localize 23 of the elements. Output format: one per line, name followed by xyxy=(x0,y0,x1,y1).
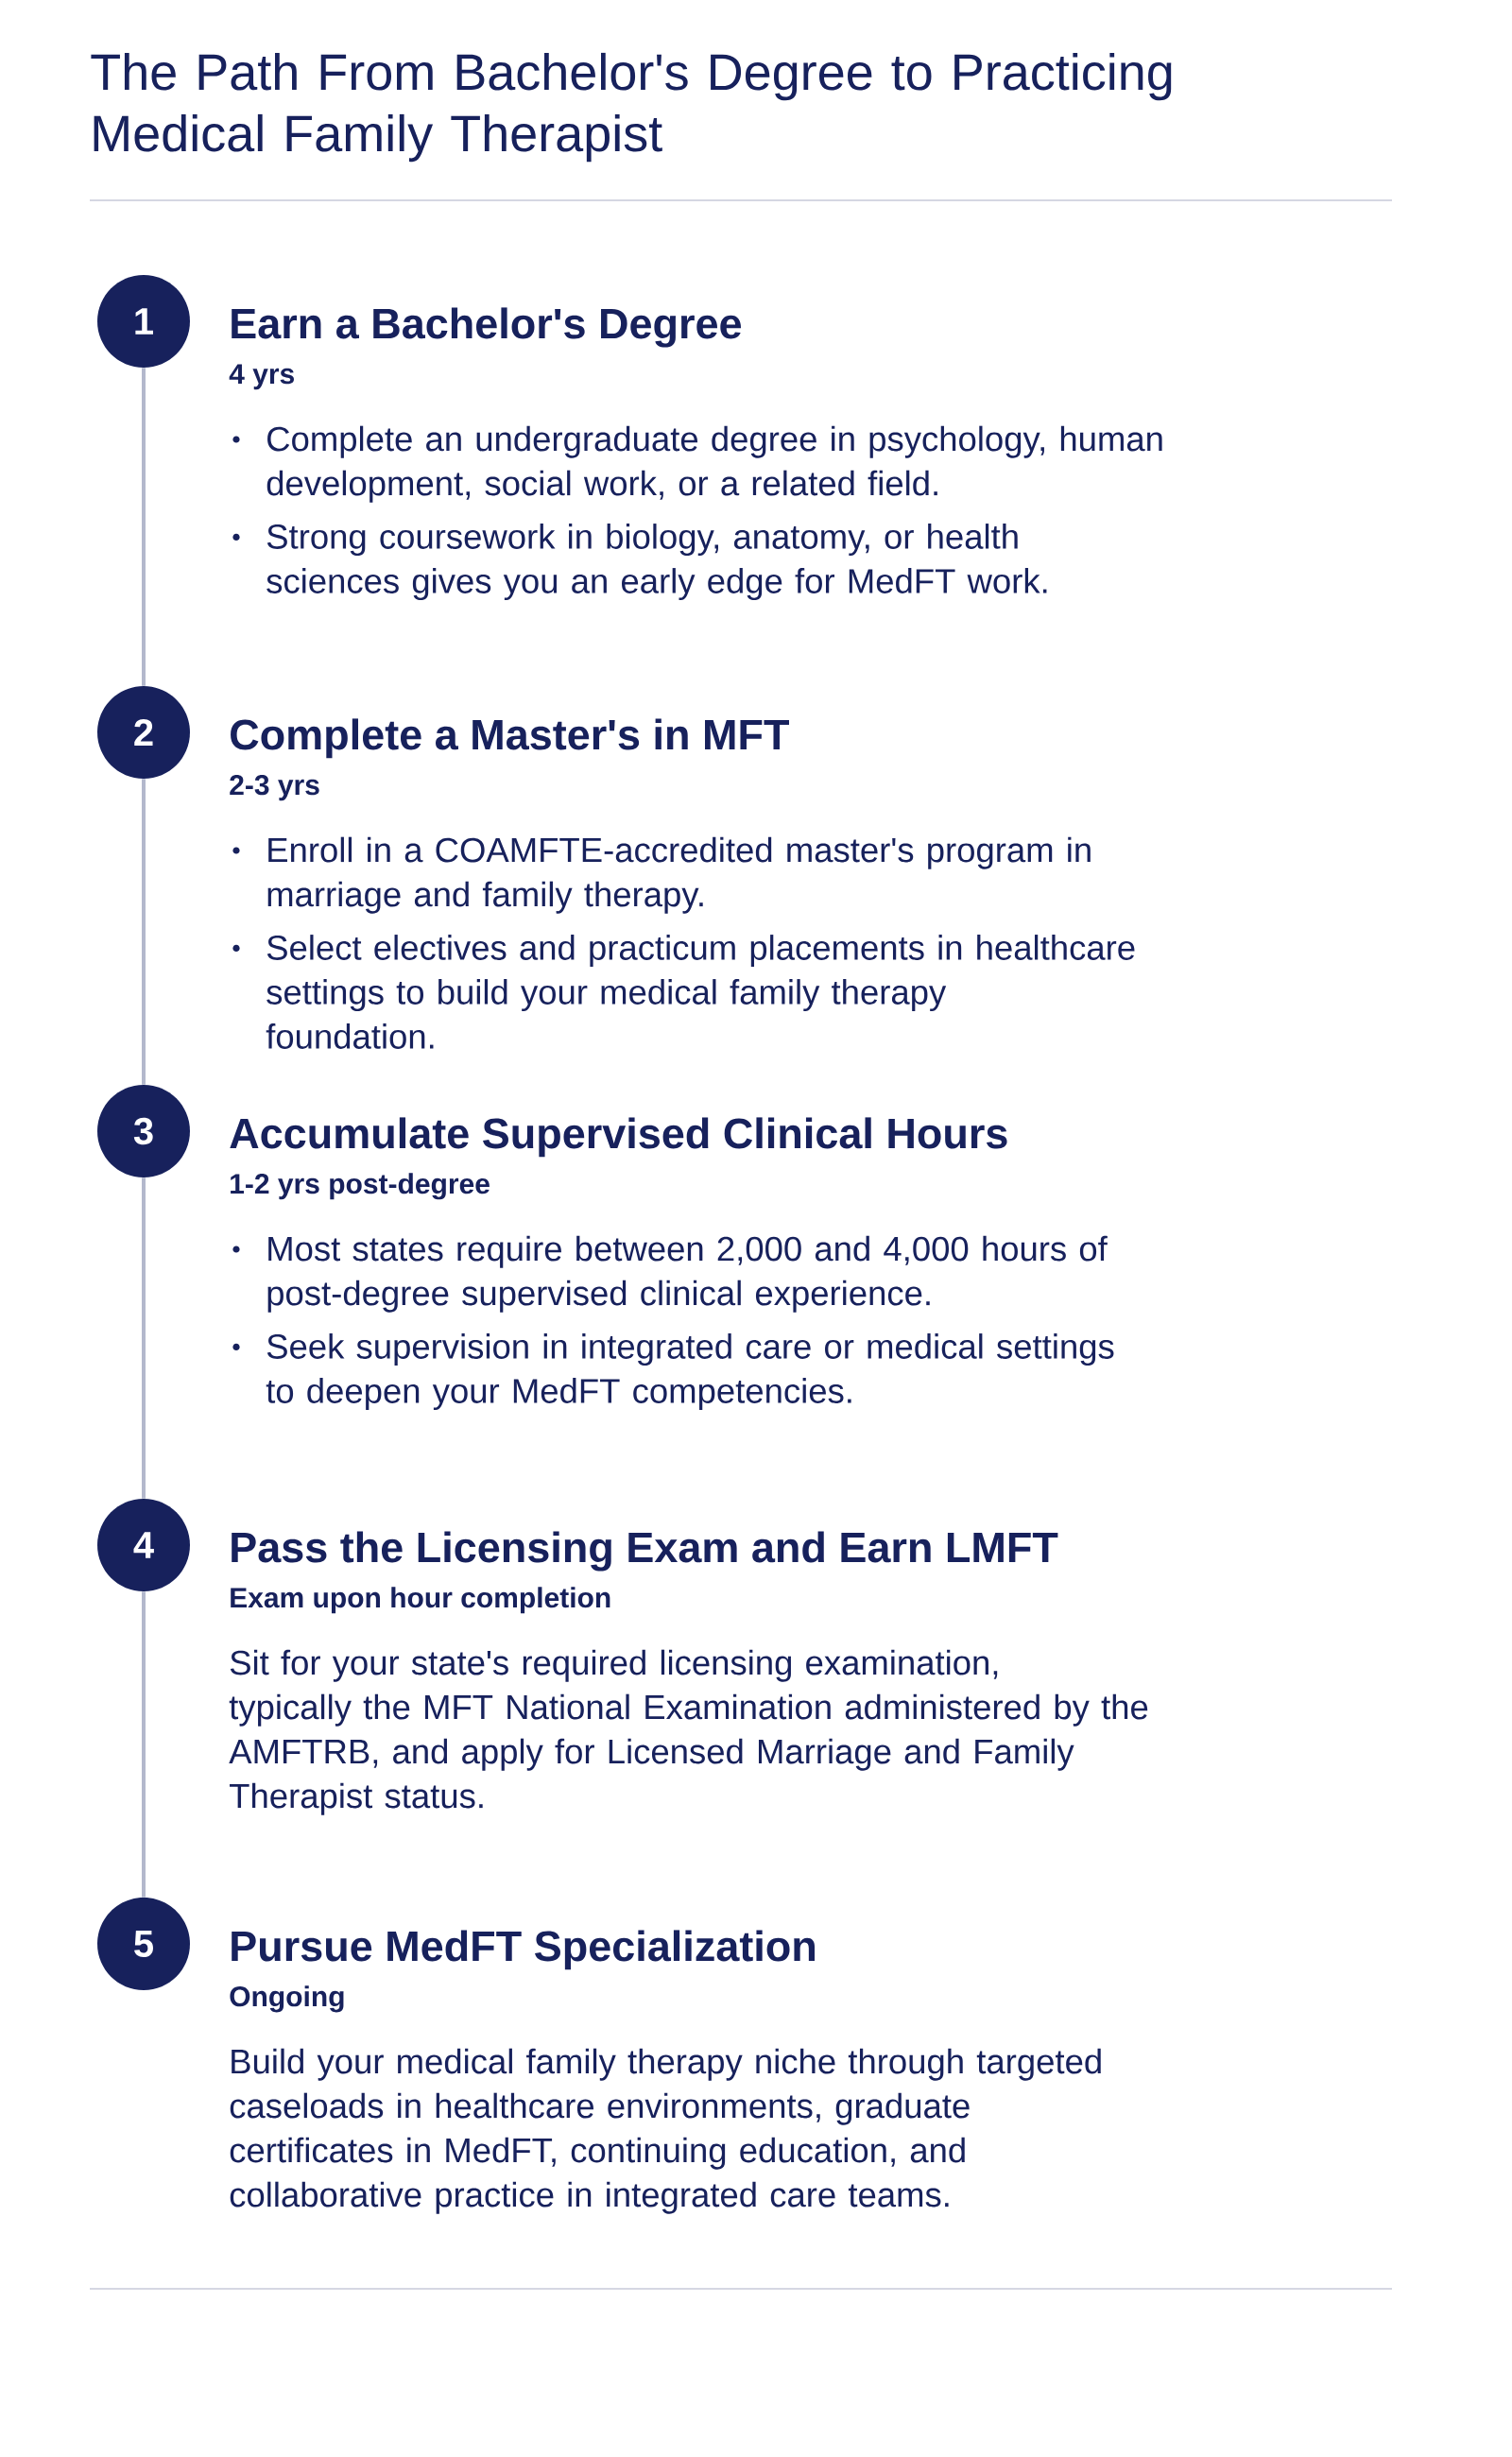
bullet-text: Strong coursework in biology, anatomy, or health sciences gives you an early edge for MedFT work. xyxy=(266,524,1047,601)
step-heading: Pass the Licensing Exam and Earn LMFT xyxy=(232,1531,1058,1572)
step-heading: Accumulate Supervised Clinical Hours xyxy=(230,1117,1007,1158)
bullet-text: Select electives and practicum placements in healthcare settings to build your medical family therapy foundation. xyxy=(266,935,1135,1049)
bullet-text: Enroll in a COAMFTE-accredited master's program in marriage and family therapy. xyxy=(267,836,1091,914)
connector-line xyxy=(142,368,146,686)
duration-label: Exam upon hour completion xyxy=(231,1587,610,1614)
connector-line xyxy=(142,1591,146,1898)
bullet-text: Complete an undergraduate degree in psychology, human development, social work, or a related field. xyxy=(266,425,1162,503)
duration-label: 1-2 yrs post-degree xyxy=(231,1173,490,1200)
step-heading: Complete a Master's in MFT xyxy=(231,718,789,759)
step-heading: Earn a Bachelor's Degree xyxy=(232,307,742,348)
step-heading: Pursue MedFT Specialization xyxy=(232,1930,815,1970)
bullet-text: Most states require between 2,000 and 4,000 hours of post-degree supervised clinical experience. xyxy=(267,1235,1108,1313)
connector-line xyxy=(142,779,146,1085)
duration-label: Ongoing xyxy=(230,1985,344,2013)
connector-line xyxy=(142,1177,146,1499)
duration-label: 4 yrs xyxy=(229,364,294,390)
duration-label: 2-3 yrs xyxy=(230,775,319,801)
title: The Path From Bachelor's Degree to Practicing Medical Family Therapist xyxy=(91,52,1172,163)
step-description: Build your medical family therapy niche through targeted caseloads in healthcare environments, graduate certificates in MedFT, continuing education, and collaborative practice in integrated care teams. xyxy=(230,2048,1101,2214)
bullet-text: Seek supervision in integrated care or medical settings to deepen your MedFT competencies. xyxy=(266,1333,1114,1411)
step-description: Sit for your state's required licensing examination, typically the MFT National Examination administered by the AMFTRB, and apply for Licensed Marriage and Family Therapist status. xyxy=(229,1649,1148,1815)
